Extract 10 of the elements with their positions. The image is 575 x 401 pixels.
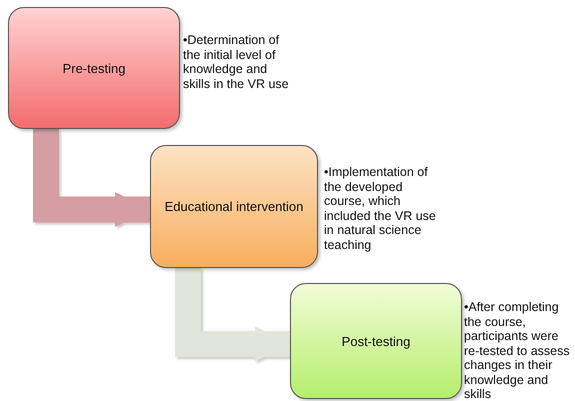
box-label: Pre-testing	[62, 60, 126, 76]
description-text: •Determination of the initial level of knowledge and skills in the VR use	[183, 33, 290, 91]
rounded-box	[8, 7, 180, 129]
rounded-box	[290, 283, 462, 399]
box-label: Post-testing	[342, 334, 410, 348]
bent-arrow	[175, 268, 290, 362]
description-text: •After completing the course, participants were re-tested to assess changes in their knowledge and skills	[464, 300, 571, 401]
box-label: Educational intervention	[164, 199, 304, 214]
rounded-box	[150, 145, 318, 268]
description-text: •Implementation of the developed course, which included the VR use in natural science teaching	[324, 165, 436, 252]
